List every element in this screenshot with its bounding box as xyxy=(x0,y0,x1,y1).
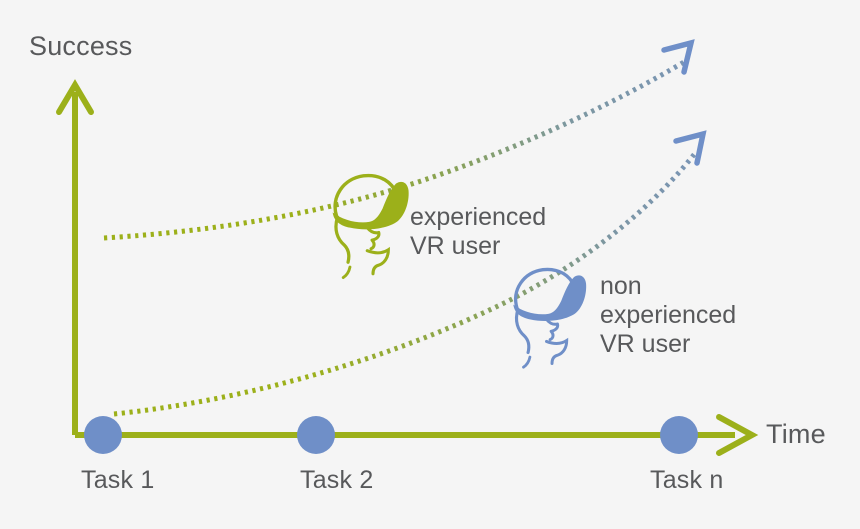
x-axis xyxy=(75,414,759,456)
vr-headset-icon xyxy=(332,173,409,280)
experienced-trend-line xyxy=(103,59,686,241)
arrow-up-right-icon xyxy=(661,39,695,75)
non-experienced-trend-line xyxy=(113,150,698,417)
series-non-experienced-curve xyxy=(113,130,707,417)
arrow-up-icon xyxy=(56,79,94,115)
experienced-user-annotation: experienced VR user xyxy=(410,203,547,260)
arrow-right-icon xyxy=(716,414,759,456)
non-experienced-user-annotation: non experienced VR user xyxy=(600,272,737,358)
data-point-marker[interactable] xyxy=(660,416,698,454)
vr-headset-icon xyxy=(513,267,587,369)
arrow-up-right-icon xyxy=(673,130,707,166)
series-experienced-curve xyxy=(103,39,695,241)
data-point-marker[interactable] xyxy=(297,416,335,454)
y-axis-title: Success xyxy=(29,31,133,61)
y-axis xyxy=(56,79,94,435)
x-tick-label-task-n: Task n xyxy=(650,466,724,494)
data-point-marker[interactable] xyxy=(84,416,122,454)
x-axis-title: Time xyxy=(766,419,826,449)
x-tick-label-task-2: Task 2 xyxy=(300,466,374,494)
x-tick-label-task-1: Task 1 xyxy=(81,466,155,494)
